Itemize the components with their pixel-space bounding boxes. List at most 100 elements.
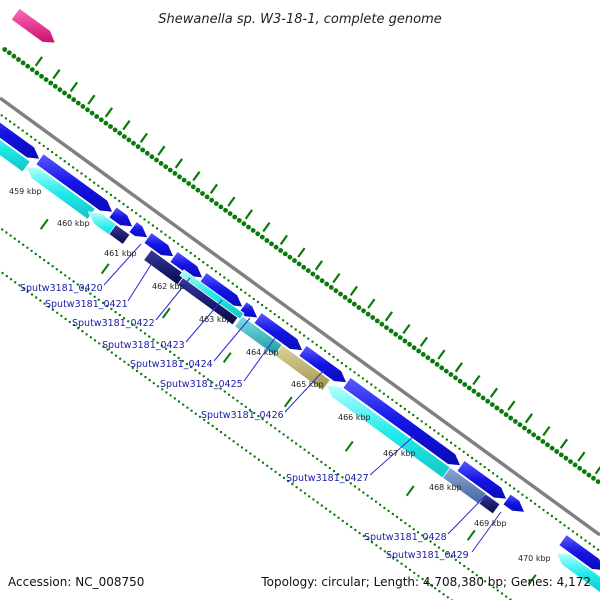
dot <box>218 273 222 276</box>
forward-cds-3[interactable] <box>108 206 134 228</box>
forward-cds-4[interactable] <box>128 221 149 239</box>
dot <box>94 114 100 119</box>
forward-cds-6[interactable] <box>169 250 204 279</box>
dot <box>424 423 428 426</box>
dot <box>416 348 422 354</box>
dot <box>371 541 374 544</box>
dot <box>202 375 205 378</box>
forward-cds-11[interactable] <box>342 376 462 467</box>
forward-cds-14[interactable] <box>558 534 600 571</box>
dot <box>22 243 25 246</box>
dot <box>508 484 512 487</box>
dot <box>194 412 197 415</box>
dot <box>114 354 118 357</box>
forward-cds-5[interactable] <box>143 231 175 258</box>
dot <box>246 224 251 230</box>
dot <box>169 350 172 353</box>
dot-track-1 <box>2 47 600 485</box>
dot <box>446 552 449 555</box>
dot <box>549 445 555 451</box>
reverse-cds-4[interactable] <box>325 384 457 483</box>
gene-navy-1[interactable] <box>108 223 131 245</box>
dot <box>442 593 445 596</box>
forward-cds-9[interactable] <box>253 312 304 352</box>
dot <box>391 398 394 401</box>
dot <box>48 80 54 86</box>
gene-label-link[interactable]: Sputw3181_0428 <box>364 532 447 543</box>
gene-label-link[interactable]: Sputw3181_0424 <box>130 359 213 370</box>
major-tick <box>244 209 253 220</box>
dot <box>466 453 470 457</box>
dot <box>213 201 219 207</box>
dot <box>236 443 239 446</box>
dot <box>9 278 13 281</box>
dot <box>319 278 325 284</box>
forward-cds-12[interactable] <box>456 459 508 500</box>
dot <box>404 565 407 568</box>
dot <box>227 279 230 282</box>
dot <box>307 451 310 454</box>
dot <box>249 452 252 455</box>
dot <box>47 261 50 265</box>
gene-label-link[interactable]: Sputw3181_0422 <box>72 318 155 329</box>
dot <box>131 140 136 146</box>
dot <box>328 352 331 356</box>
dot <box>476 392 481 397</box>
dot-track-2 <box>0 114 600 551</box>
forward-cds-2[interactable] <box>35 153 114 213</box>
dot <box>240 402 243 406</box>
dot <box>160 230 163 233</box>
dot <box>203 418 206 422</box>
dot <box>227 211 233 217</box>
forward-cds-1[interactable] <box>0 107 41 160</box>
reverse-cds-1[interactable] <box>0 123 31 173</box>
dot <box>25 63 31 69</box>
dot <box>34 70 40 76</box>
major-tick <box>594 465 600 475</box>
dot <box>151 224 155 227</box>
ruler-label: 468 kbp <box>429 483 462 492</box>
reverse-cds-2[interactable] <box>25 166 96 220</box>
dot <box>282 433 285 436</box>
gene-label-link[interactable]: Sputw3181_0420 <box>20 283 103 294</box>
major-tick <box>104 107 113 118</box>
dot <box>76 283 80 286</box>
dot <box>42 144 45 148</box>
dot <box>311 454 315 458</box>
gene-steel[interactable] <box>442 466 489 507</box>
ruler-tick <box>283 396 293 408</box>
major-tick <box>314 260 323 271</box>
gene-label-link[interactable]: Sputw3181_0427 <box>286 473 369 484</box>
dot <box>475 574 478 577</box>
dot <box>291 482 294 486</box>
dot-track-4 <box>1 271 454 600</box>
dot <box>198 372 201 375</box>
gene-olive[interactable] <box>274 344 331 392</box>
gene-labels: Sputw3181_0420Sputw3181_0421Sputw3181_04… <box>20 283 469 561</box>
dot <box>374 318 380 324</box>
dot <box>328 466 331 470</box>
reverse-cds-6[interactable] <box>555 552 600 595</box>
forward-cds-10[interactable] <box>298 344 348 384</box>
ruler-label: 470 kbp <box>518 554 551 563</box>
dot <box>357 374 360 377</box>
feature-pink[interactable] <box>10 7 56 44</box>
dot <box>260 303 264 307</box>
gene-label-link[interactable]: Sputw3181_0426 <box>201 410 284 421</box>
dot <box>433 429 436 432</box>
dot <box>349 368 352 371</box>
gene-label-link[interactable]: Sputw3181_0423 <box>102 340 185 351</box>
gene-label-link[interactable]: Sputw3181_0425 <box>160 379 243 390</box>
dot <box>303 448 306 451</box>
ruler-label: 467 kbp <box>383 449 416 458</box>
forward-cds-13[interactable] <box>502 493 526 513</box>
dot <box>135 144 141 150</box>
dot <box>467 567 470 571</box>
dot <box>204 194 210 200</box>
dot <box>34 138 37 141</box>
dot <box>219 430 223 434</box>
gene-label-link[interactable]: Sputw3181_0421 <box>45 299 128 310</box>
dot <box>131 323 134 326</box>
ruler-label: 460 kbp <box>57 219 90 228</box>
gene-label-link[interactable]: Sputw3181_0429 <box>386 550 469 561</box>
